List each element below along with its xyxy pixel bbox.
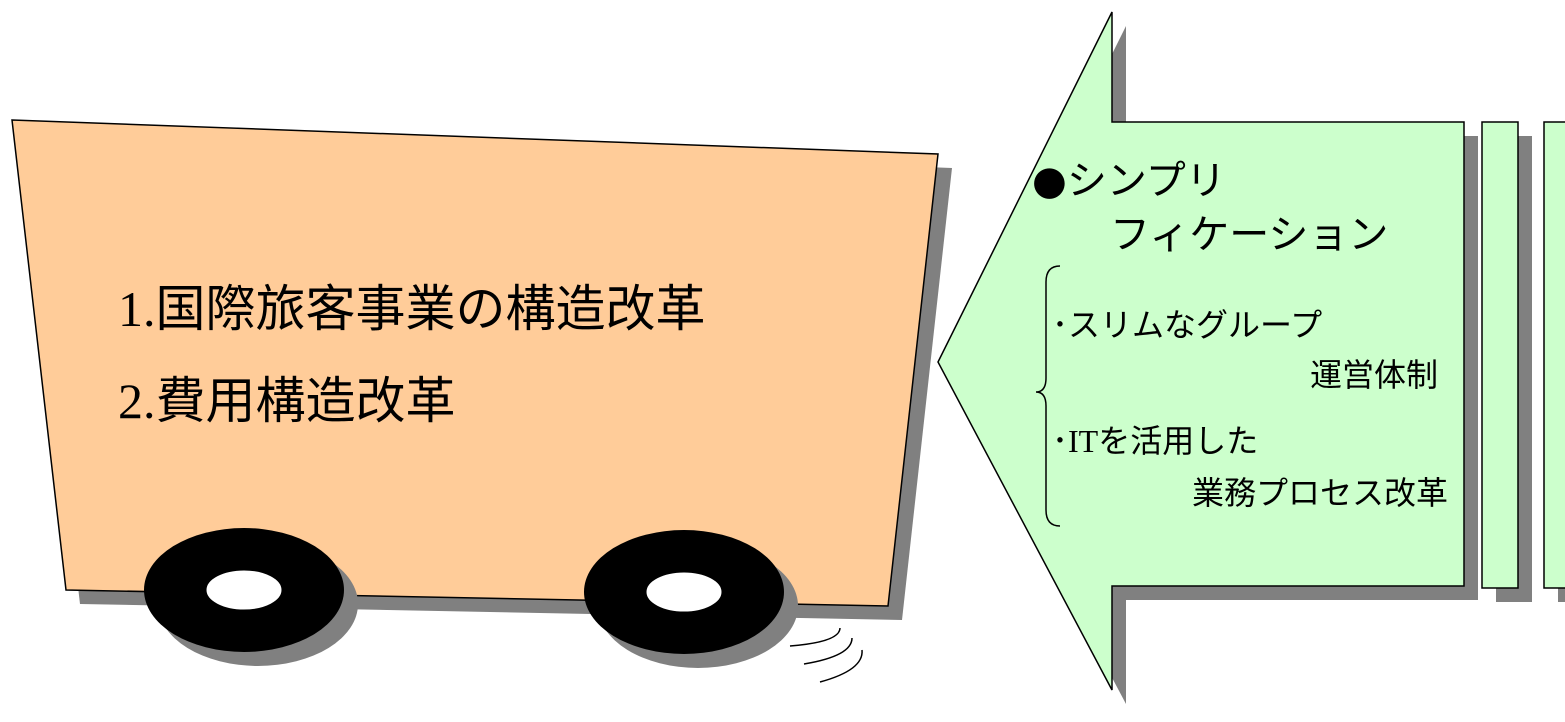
arrow-item-1-bullet: ･ [1052, 306, 1068, 344]
cart-line-2-number: 2. [118, 373, 156, 429]
arrow-item-2-text: を活用した [1098, 422, 1258, 460]
arrow-item-1-line-1: ･スリムなグループ [1052, 306, 1322, 344]
arrow-heading-line-2: フィケーション [1110, 212, 1388, 258]
cart-line-2-text: 費用構造改革 [156, 372, 456, 430]
motion-lines [789, 627, 863, 683]
arrow-item-2-bullet: ･ [1052, 422, 1068, 460]
cart-wheel-left [144, 528, 358, 666]
arrow-item-1-line-2: 運営体制 [1310, 356, 1438, 394]
cart: 1.国際旅客事業の構造改革 2.費用構造改革 [11, 119, 952, 683]
stripe-bars [1481, 121, 1565, 602]
arrow-item-2-line-2: 業務プロセス改革 [1192, 474, 1448, 512]
arrow-item-2-line-1: ･ITを活用した [1052, 422, 1258, 460]
cart-line-1-number: 1. [118, 281, 156, 337]
cart-body [11, 119, 939, 607]
cart-line-2: 2.費用構造改革 [118, 372, 456, 430]
cart-line-1-text: 国際旅客事業の構造改革 [156, 280, 706, 338]
cart-wheel-right [584, 530, 798, 668]
arrow-heading-line-1: ●シンプリ [1032, 158, 1226, 204]
arrow-body [937, 11, 1465, 691]
bracket-shape [1035, 265, 1061, 527]
arrow: ●シンプリ フィケーション ･スリムなグループ 運営体制 ･ITを活用した 業務… [937, 11, 1478, 704]
cart-line-1: 1.国際旅客事業の構造改革 [118, 280, 706, 338]
arrow-item-1-text: スリムなグループ [1068, 306, 1322, 344]
arrow-item-2-prefix: IT [1068, 423, 1099, 459]
